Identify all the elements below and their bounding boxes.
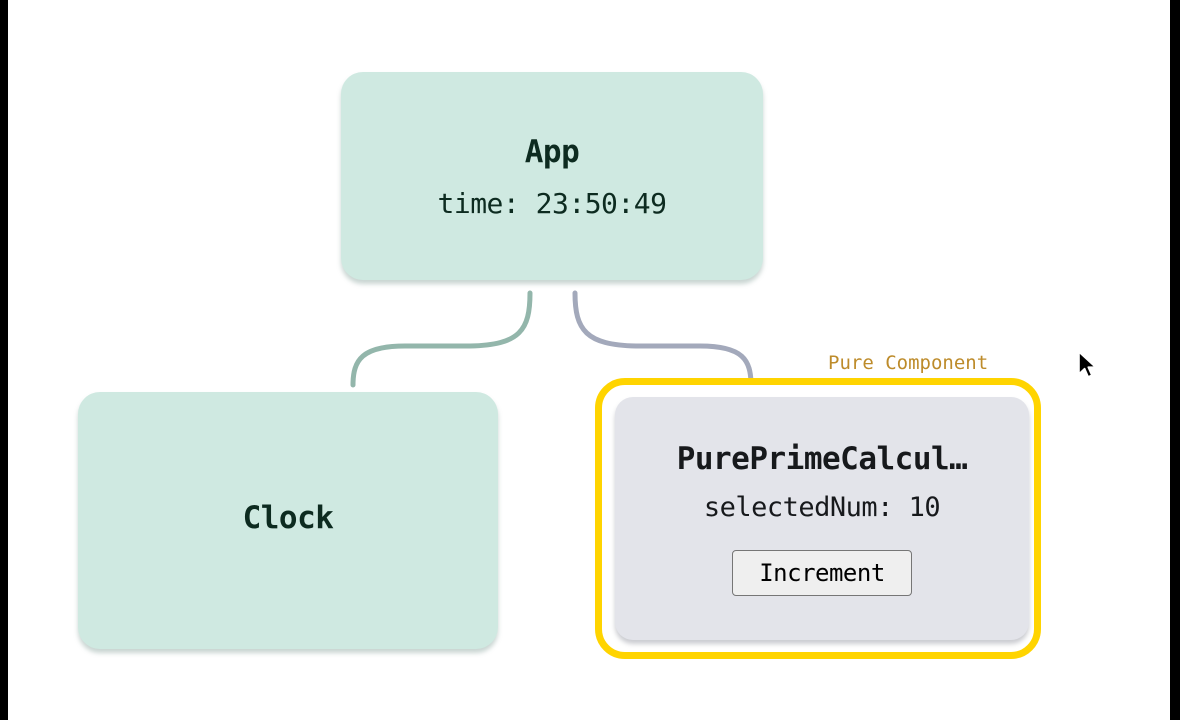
node-pure-prime-calculator[interactable]: PurePrimeCalcul… selectedNum: 10 Increme… <box>615 397 1029 640</box>
node-pure-actions: Increment <box>615 550 1029 596</box>
node-clock-title: Clock <box>242 500 334 536</box>
pure-component-highlight-ring: PurePrimeCalcul… selectedNum: 10 Increme… <box>595 378 1041 659</box>
pure-component-badge: Pure Component <box>828 352 989 374</box>
edge-app-to-clock <box>350 290 533 388</box>
node-app[interactable]: App time: 23:50:49 <box>341 72 763 280</box>
node-clock[interactable]: Clock <box>78 392 498 649</box>
letterbox-bar-left <box>0 0 8 720</box>
node-app-title: App <box>524 134 580 170</box>
node-app-state: time: 23:50:49 <box>437 187 667 220</box>
node-pure-title: PurePrimeCalcul… <box>676 441 968 477</box>
increment-button[interactable]: Increment <box>732 550 912 596</box>
mouse-cursor-icon <box>1078 351 1097 378</box>
letterbox-bar-right <box>1170 0 1180 720</box>
edge-app-to-pure <box>572 290 754 388</box>
node-pure-state: selectedNum: 10 <box>703 492 941 523</box>
